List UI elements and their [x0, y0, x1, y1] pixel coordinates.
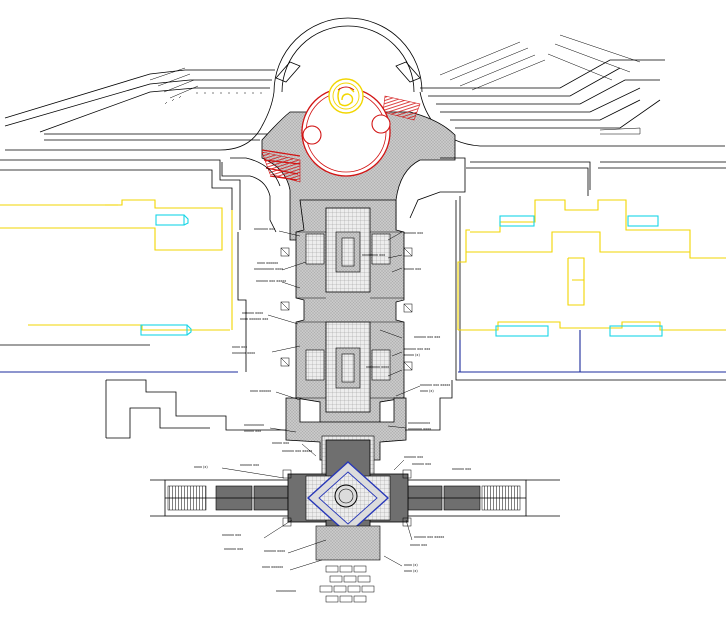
annotation-label: xxxxxxxxxx — [276, 589, 296, 593]
annotation-label: xxxxxx xxx xxxxx — [414, 535, 444, 539]
annotation-label: xxxx xxxxxx — [250, 389, 271, 393]
cross-axis-walk — [150, 479, 560, 517]
annotation-label: xxxxxx xxx xxx — [404, 347, 430, 351]
annotation-label: xxxxxx xxx — [240, 463, 259, 467]
roundabout-circle — [301, 87, 391, 177]
right-building — [409, 157, 726, 381]
annotation-label: xxxxxx xxxx — [264, 549, 285, 553]
annotation-label: xxxx xxx — [232, 345, 247, 349]
lower-left-walls — [105, 379, 453, 439]
annotations-left: xxxxxxx xxx xxxx xxxxxx xxxxxxxxxx xxxx … — [194, 227, 312, 551]
annotation-label: xxxx xxxxxx xxx — [240, 317, 268, 321]
annotation-label: xxxxxx xxx — [404, 455, 423, 459]
annotation-label: xxxx xxxxxx — [262, 565, 283, 569]
annotation-label: xxxxxx xxx xxx — [414, 335, 440, 339]
annotation-label: xxxxxxx xxxx — [366, 365, 389, 369]
annotation-label: xxxxxx xxx — [404, 231, 423, 235]
annotation-label: xxxxxx xxx — [452, 467, 471, 471]
annotation-label: xxxxxx xxx — [222, 533, 241, 537]
annotation-label: xxxxxxxxxxx — [408, 421, 430, 425]
annotation-label: xxxxxxx xxxx — [408, 427, 431, 431]
logo-emblem — [328, 78, 364, 114]
annotations-right: xxxxxx xxx xxxxxxxx xxx xxxxx xxx xxxxxx… — [362, 231, 450, 567]
annotation-leaders — [221, 230, 421, 571]
central-promenade — [285, 199, 407, 477]
tree-pits — [280, 247, 413, 371]
annotation-label: xxxx xxxxxx — [257, 261, 278, 265]
left-building — [0, 157, 281, 373]
annotation-label: xxxxxxxxxx — [244, 423, 264, 427]
annotation-label: xxxxxx xxx xxxxx — [420, 383, 450, 387]
annotation-label: xxxxx (x) — [404, 353, 420, 357]
annotation-label: xxxx (x) — [404, 563, 418, 567]
annotation-label: xxxxxx xxx xxxxx — [256, 279, 286, 283]
annotation-label: xxxxxx xxx xxxxx — [282, 449, 312, 453]
annotations-extra-left: xxxxxx xxxx xxxx xxxxxx xxxxxxxxxx — [262, 549, 296, 593]
annotation-label: xxxxxx xxxx — [242, 311, 263, 315]
annotation-label: xxxx (x) — [194, 465, 208, 469]
bollard-row — [164, 92, 262, 105]
annotation-label: xxxxx xxx — [410, 543, 427, 547]
entrance-rotunda — [273, 17, 423, 93]
annotation-label: xxxxxxx xxxx — [232, 351, 255, 355]
annotation-label: xxxxx xxx — [244, 429, 261, 433]
entry-steps — [315, 525, 381, 603]
annotation-label: xxxxxxxx xxx — [362, 253, 385, 257]
annotation-label: xxxxxx xxx — [412, 462, 431, 466]
annotation-label: xxxx (x) — [404, 569, 418, 573]
annotation-label: xxxx (x) — [420, 389, 434, 393]
annotation-label: xxxxx xxx — [272, 441, 289, 445]
central-fountain-square — [282, 439, 412, 559]
annotation-label: xxxxxxx xxx — [254, 227, 275, 231]
annotation-label: xxxxx xxx — [404, 267, 421, 271]
annotation-label: xxxxxx xxx — [224, 547, 243, 551]
annotations-extra-right: xxxxxx xxx xxxxx xxx xxxx (x) — [404, 467, 471, 573]
annotation-label: xxxxxxxxxx xxxx — [254, 267, 283, 271]
